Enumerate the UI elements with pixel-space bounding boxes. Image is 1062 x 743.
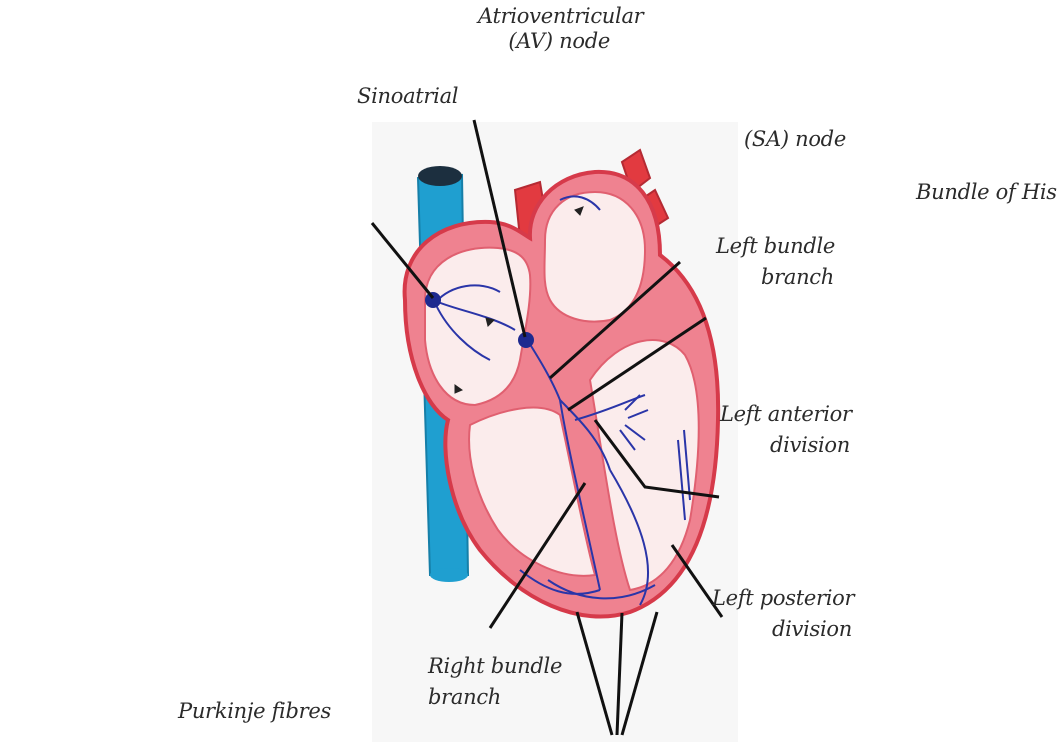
sa-node — [425, 292, 441, 308]
label-av-node: Atrioventricular (AV) node — [478, 4, 610, 54]
label-left-bundle-line2: branch — [716, 265, 834, 290]
label-av-node-line2: (AV) node — [478, 29, 610, 54]
label-right-bundle-branch: Right bundle branch — [428, 654, 562, 710]
label-purkinje-fibres: Purkinje fibres — [178, 699, 331, 724]
label-left-bundle-branch: Left bundle branch — [716, 234, 834, 290]
label-av-node-line1: Atrioventricular — [478, 4, 610, 29]
av-node — [518, 332, 534, 348]
label-sa-node: (SA) node — [744, 127, 846, 152]
label-left-posterior-line1: Left posterior — [712, 586, 852, 611]
label-left-anterior-line2: division — [720, 433, 850, 458]
label-sinoatrial: Sinoatrial — [357, 84, 458, 109]
label-left-posterior-division: Left posterior division — [712, 586, 852, 642]
label-left-posterior-line2: division — [712, 617, 852, 642]
label-right-bundle-line1: Right bundle — [428, 654, 562, 679]
label-left-anterior-line1: Left anterior — [720, 402, 850, 427]
label-right-bundle-line2: branch — [428, 685, 562, 710]
label-left-anterior-division: Left anterior division — [720, 402, 850, 458]
label-bundle-of-his: Bundle of His — [916, 180, 1057, 205]
label-left-bundle-line1: Left bundle — [716, 234, 834, 259]
